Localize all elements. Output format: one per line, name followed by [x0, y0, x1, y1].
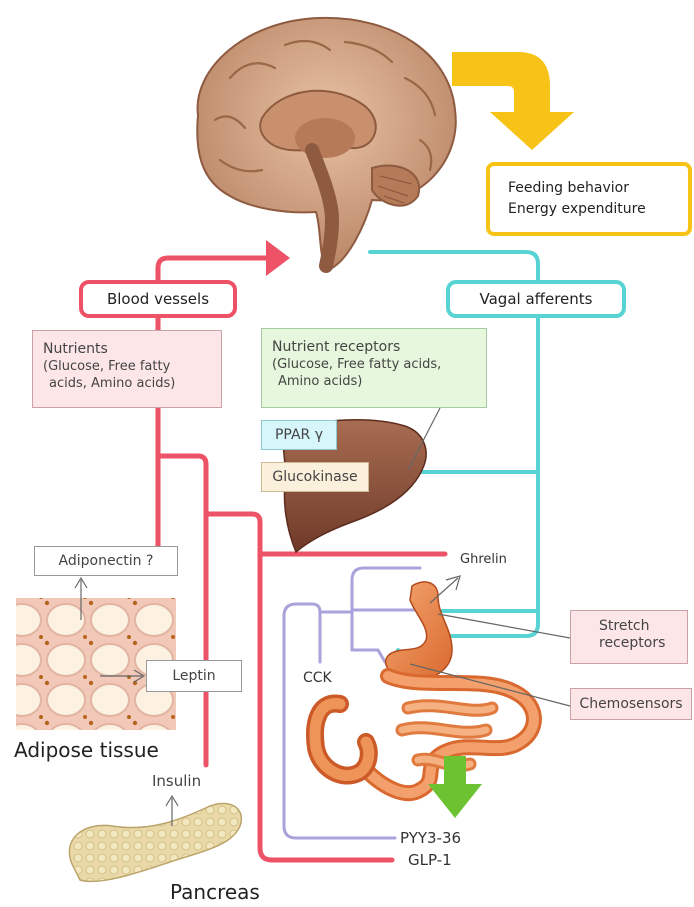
glucokinase-label: Glucokinase — [272, 469, 357, 485]
ppar-box: PPAR γ — [261, 420, 337, 450]
nutrient-receptors-detail-2: Amino acids) — [272, 373, 486, 390]
ppar-label: PPAR γ — [275, 427, 323, 443]
vagal-afferents-box: Vagal afferents — [446, 280, 626, 318]
leptin-box: Leptin — [146, 660, 242, 692]
blood-flow-arrowhead — [266, 240, 290, 276]
adiponectin-label: Adiponectin ? — [59, 553, 154, 569]
feeding-energy-box: Feeding behavior Energy expenditure — [486, 162, 692, 236]
vagal-afferents-label: Vagal afferents — [480, 290, 593, 308]
adipose-tissue-label: Adipose tissue — [14, 738, 159, 762]
energy-expenditure-label: Energy expenditure — [508, 199, 688, 220]
cck-label: CCK — [303, 670, 332, 686]
yellow-output-arrow — [452, 52, 574, 150]
leptin-label: Leptin — [172, 668, 215, 684]
chemosensors-box: Chemosensors — [570, 688, 692, 720]
insulin-label: Insulin — [152, 772, 201, 790]
stretch-receptors-box: Stretch receptors — [570, 610, 688, 664]
pyy-label: PYY3-36 — [400, 829, 461, 847]
nutrient-receptors-box: Nutrient receptors (Glucose, Free fatty … — [261, 328, 487, 408]
glucokinase-box: Glucokinase — [261, 462, 369, 492]
nutrients-detail-1: (Glucose, Free fatty — [43, 358, 221, 375]
pancreas-label: Pancreas — [170, 880, 260, 904]
intestine-illustration — [315, 676, 534, 793]
receptors-label: receptors — [599, 635, 687, 652]
blood-vessels-box: Blood vessels — [79, 280, 237, 318]
nutrients-title: Nutrients — [43, 341, 221, 358]
nutrients-box: Nutrients (Glucose, Free fatty acids, Am… — [32, 330, 222, 408]
adiponectin-box: Adiponectin ? — [34, 546, 178, 576]
nutrients-detail-2: acids, Amino acids) — [43, 375, 221, 392]
pancreas-illustration — [69, 803, 241, 881]
glp1-label: GLP-1 — [408, 851, 452, 869]
nutrient-receptors-title: Nutrient receptors — [272, 339, 486, 356]
brain-illustration — [197, 18, 456, 270]
chemosensors-label: Chemosensors — [579, 696, 682, 712]
nutrient-receptors-detail-1: (Glucose, Free fatty acids, — [272, 356, 486, 373]
ghrelin-label: Ghrelin — [460, 552, 507, 567]
stretch-label: Stretch — [599, 618, 687, 635]
stomach-illustration — [386, 582, 452, 680]
feeding-behavior-label: Feeding behavior — [508, 178, 688, 199]
blood-vessels-label: Blood vessels — [107, 290, 209, 308]
